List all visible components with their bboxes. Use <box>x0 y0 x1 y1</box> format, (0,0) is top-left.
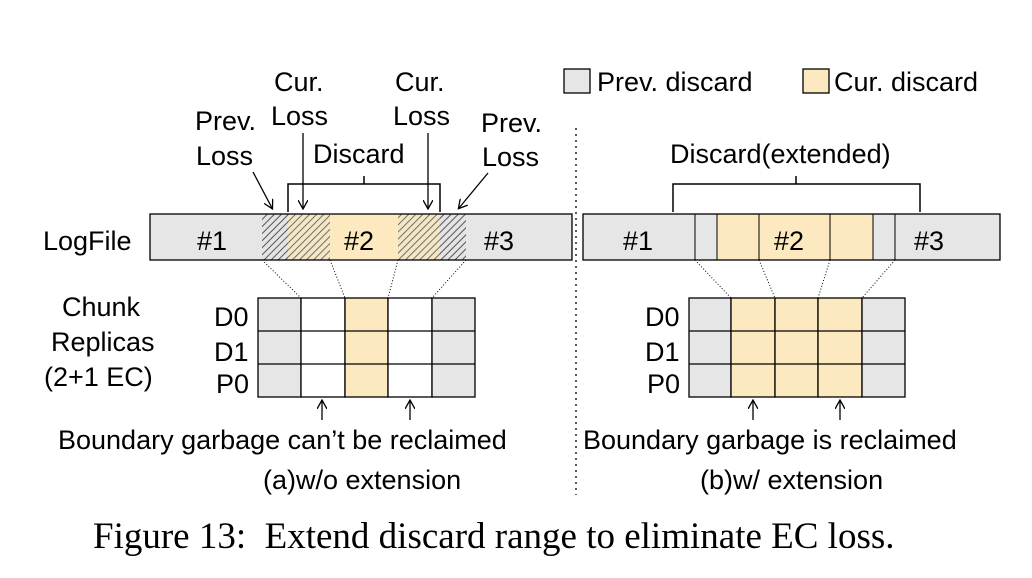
segment-2-b: #2 <box>774 226 804 256</box>
chunk-label-line2: Replicas <box>51 327 155 357</box>
segment-1-a: #1 <box>197 226 227 256</box>
subcaption-a: (a)w/o extension <box>263 465 461 495</box>
row-label-d0-a: D0 <box>214 302 249 332</box>
row-label-d0-b: D0 <box>645 302 680 332</box>
segment-3-a: #3 <box>484 226 514 256</box>
row-label-p0-a: P0 <box>216 369 249 399</box>
note-a: Boundary garbage can’t be reclaimed <box>58 425 507 455</box>
figure-caption: Figure 13: Extend discard range to elimi… <box>93 516 895 557</box>
panel-a: Cur. Loss Cur. Loss Prev. Loss Prev. Los… <box>43 67 573 495</box>
row-label-d1-a: D1 <box>214 337 249 367</box>
discard-extended-brace <box>672 176 921 212</box>
prev-loss-left-arrow <box>252 171 272 208</box>
prev-loss-right-line2: Loss <box>482 142 539 172</box>
prev-loss-right-arrow <box>459 172 489 208</box>
row-label-p0-b: P0 <box>647 369 680 399</box>
segment-3-b: #3 <box>914 226 944 256</box>
chunk-grid-a <box>257 297 476 398</box>
panel-b: Discard(extended) #1 #2 #3 D0 D1 P0 <box>582 139 1001 495</box>
logfile-label: LogFile <box>43 226 132 256</box>
logfile-bar-b <box>582 213 1001 261</box>
legend: Prev. discard Cur. discard <box>563 67 978 97</box>
chunk-grid-b <box>688 297 906 398</box>
discard-label: Discard <box>313 139 405 169</box>
discard-brace <box>287 176 441 212</box>
cur-loss-left-line1: Cur. <box>274 67 324 97</box>
legend-prev-label: Prev. discard <box>597 67 753 97</box>
chunk-label-line1: Chunk <box>62 292 141 322</box>
subcaption-b: (b)w/ extension <box>700 465 883 495</box>
legend-cur-label: Cur. discard <box>834 67 978 97</box>
note-b: Boundary garbage is reclaimed <box>583 425 957 455</box>
cur-loss-right-line2: Loss <box>393 101 450 131</box>
mapping-lines-a <box>261 259 467 299</box>
mapping-lines-b <box>694 259 896 299</box>
cur-loss-right-line1: Cur. <box>395 67 445 97</box>
cur-loss-left-line2: Loss <box>271 101 328 131</box>
prev-loss-right-line1: Prev. <box>481 108 542 138</box>
logfile-bar-a <box>149 213 573 261</box>
discard-extended-label: Discard(extended) <box>670 139 891 169</box>
row-label-d1-b: D1 <box>645 337 680 367</box>
segment-2-a: #2 <box>344 226 374 256</box>
prev-loss-left-line1: Prev. <box>195 106 256 136</box>
chunk-label-line3: (2+1 EC) <box>44 362 153 392</box>
segment-1-b: #1 <box>623 226 653 256</box>
prev-loss-left-line2: Loss <box>196 141 253 171</box>
legend-cur-swatch <box>802 68 830 94</box>
legend-prev-swatch <box>563 68 591 94</box>
